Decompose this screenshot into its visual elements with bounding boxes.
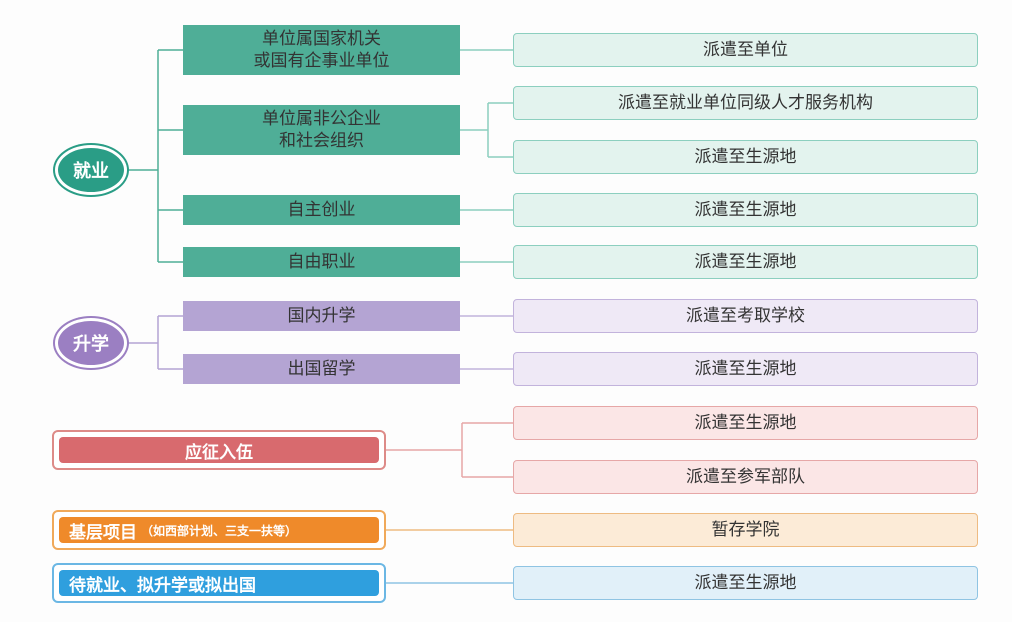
result-to-unit: 派遣至单位 [513,33,978,67]
pending-label: 待就业、拟升学或拟出国 [59,570,379,596]
further-study-node: 升学 [55,318,127,368]
connector-employment [128,49,183,263]
result-origin-4: 派遣至生源地 [513,352,978,386]
grassroots-label-wrap: 基层项目 （如西部计划、三支一扶等） [59,517,379,543]
grassroots-label: 基层项目 [69,522,137,543]
enlistment-node: 应征入伍 [52,430,386,470]
result-origin-2: 派遣至生源地 [513,193,978,227]
result-admitted-school: 派遣至考取学校 [513,299,978,333]
connector-study [128,315,183,370]
grassroots-note: （如西部计划、三支一扶等） [141,523,298,538]
result-talent-service: 派遣至就业单位同级人才服务机构 [513,86,978,120]
result-origin-1: 派遣至生源地 [513,140,978,174]
connector-employment-results [460,49,513,263]
connector-study-results [460,315,513,370]
result-origin-5: 派遣至生源地 [513,406,978,440]
employment-private-unit: 单位属非公企业 和社会组织 [183,105,460,155]
employment-self-startup: 自主创业 [183,195,460,225]
employment-state-unit: 单位属国家机关 或国有企事业单位 [183,25,460,75]
grassroots-node: 基层项目 （如西部计划、三支一扶等） [52,510,386,550]
study-abroad: 出国留学 [183,354,460,384]
result-keep-in-college: 暂存学院 [513,513,978,547]
employment-freelance: 自由职业 [183,247,460,277]
result-origin-6: 派遣至生源地 [513,566,978,600]
employment-node: 就业 [55,145,127,195]
study-domestic: 国内升学 [183,301,460,331]
result-origin-3: 派遣至生源地 [513,245,978,279]
connector-enlist [386,422,513,478]
enlistment-label: 应征入伍 [59,437,379,463]
pending-node: 待就业、拟升学或拟出国 [52,563,386,603]
result-army-unit: 派遣至参军部队 [513,460,978,494]
